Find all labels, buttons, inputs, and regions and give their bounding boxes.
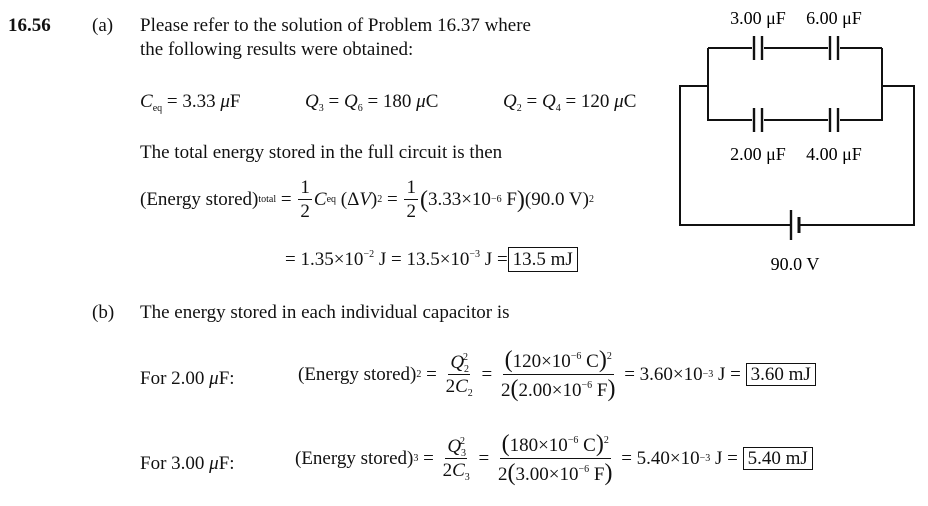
label-battery: 90.0 V <box>771 254 820 274</box>
q2-q4-result: Q2 = Q4 = 120 μC <box>503 91 637 114</box>
part-a-intro-line1: Please refer to the solution of Problem … <box>140 15 531 36</box>
circuit-diagram: 3.00 μF 6.00 μF 2.00 μF 4.00 μF 90.0 V <box>679 8 915 274</box>
part-a-label: (a) <box>92 15 114 36</box>
row-2uf-label: For 2.00 μF: <box>140 368 235 389</box>
energy-2uf-answer: 3.60 mJ <box>745 363 816 386</box>
part-b-intro: The energy stored in each individual cap… <box>140 302 510 323</box>
ceq-result: Ceq = 3.33 μF <box>140 91 241 114</box>
total-energy-text: The total energy stored in the full circ… <box>140 142 503 163</box>
total-energy-result: = 1.35×10−2 J = 13.5×10−3 J =13.5 mJ <box>285 247 578 272</box>
label-6uf: 6.00 μF <box>806 8 862 28</box>
row-3uf-label: For 3.00 μF: <box>140 453 235 474</box>
total-energy-answer: 13.5 mJ <box>507 247 578 272</box>
part-a-intro-line2: the following results were obtained: <box>140 39 414 60</box>
label-3uf: 3.00 μF <box>730 8 786 28</box>
problem-number: 16.56 <box>8 15 51 36</box>
label-2uf: 2.00 μF <box>730 144 786 164</box>
label-4uf: 4.00 μF <box>806 144 862 164</box>
energy-3uf-answer: 5.40 mJ <box>742 447 813 470</box>
part-b-label: (b) <box>92 302 115 323</box>
q3-q6-result: Q3 = Q6 = 180 μC <box>305 91 439 114</box>
